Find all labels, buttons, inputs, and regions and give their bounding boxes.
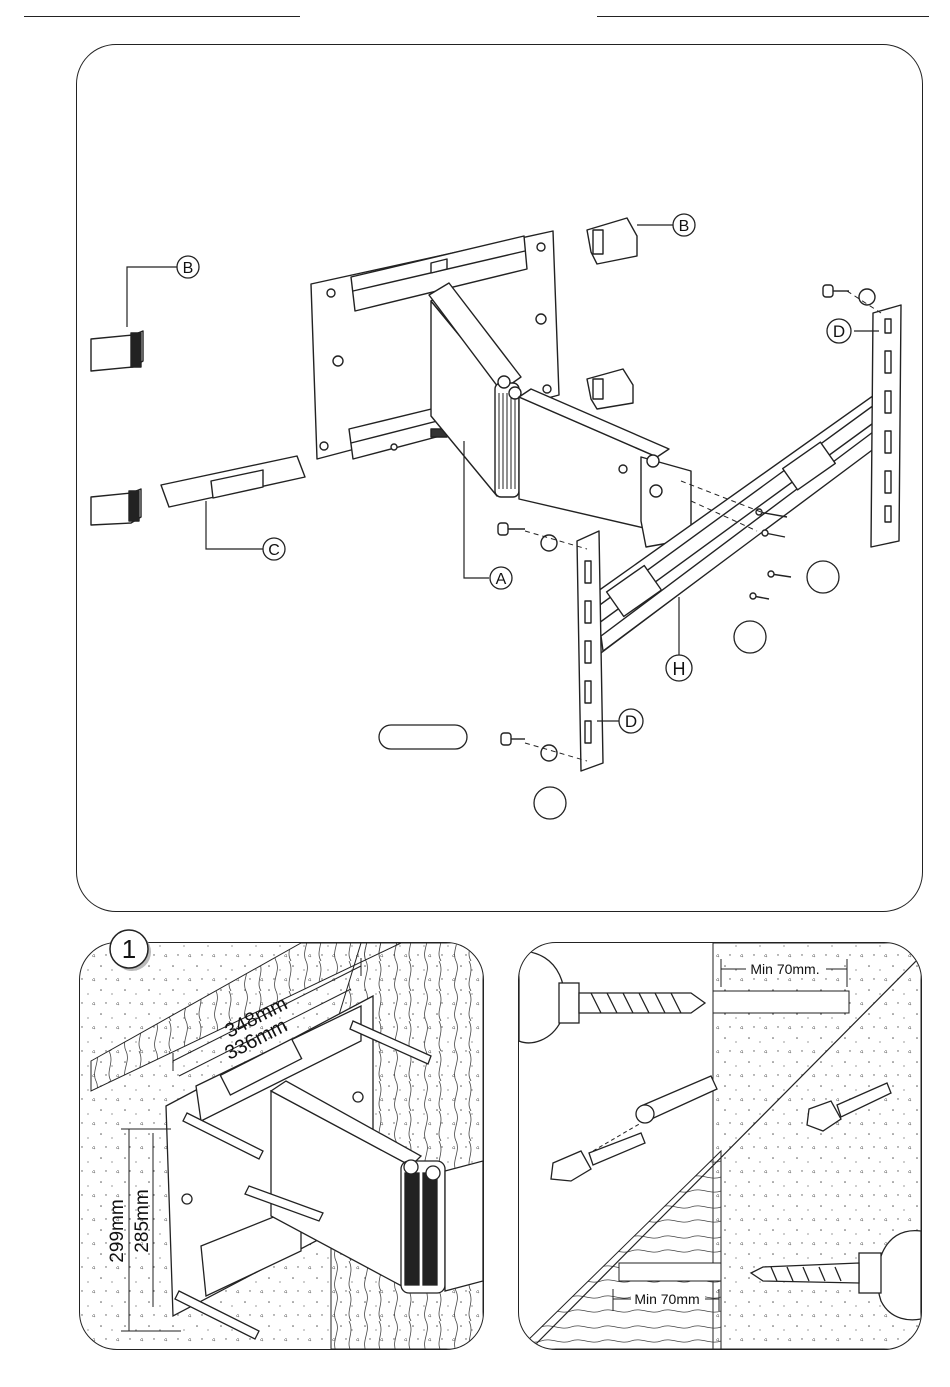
drill-top xyxy=(519,951,705,1043)
end-cap-mid xyxy=(587,369,633,409)
step-number-badge: 1 xyxy=(105,925,153,973)
header-rule-right xyxy=(597,16,929,17)
end-cap-left-top xyxy=(91,331,143,371)
drilling-diagram: Min 70mm. Min 70mm xyxy=(519,943,921,1349)
step1-diagram: 348mm 336mm 299mm 285mm xyxy=(80,943,483,1349)
drilled-hole-bottom xyxy=(619,1263,721,1281)
step-number: 1 xyxy=(122,934,136,964)
end-cap-top xyxy=(587,218,637,264)
label-a: A xyxy=(496,571,507,588)
drilled-hole-top xyxy=(713,991,849,1013)
lag-screw-left xyxy=(551,1151,591,1181)
screw-mid-left xyxy=(498,523,557,551)
label-b-left: B xyxy=(183,260,194,277)
drilling-anchors-panel: Min 70mm. Min 70mm xyxy=(518,942,922,1350)
dim-299mm: 299mm xyxy=(107,1199,128,1262)
screw-top-right xyxy=(823,285,875,305)
header-rule-left xyxy=(24,16,300,17)
label-b-top: B xyxy=(679,218,690,235)
label-h: H xyxy=(673,659,686,679)
dim-285mm: 285mm xyxy=(132,1189,153,1252)
min-depth-bottom-label: Min 70mm xyxy=(634,1291,699,1307)
step1-wall-template-panel: 348mm 336mm 299mm 285mm xyxy=(79,942,484,1350)
label-c: C xyxy=(268,542,280,559)
label-d-top: D xyxy=(833,322,845,341)
min-depth-top-label: Min 70mm. xyxy=(750,961,819,977)
screw-bottom-left xyxy=(501,733,557,761)
exploded-assembly-panel: B B C A D D H xyxy=(76,44,923,912)
label-d-bottom: D xyxy=(625,712,637,731)
end-cap-left-bottom xyxy=(91,489,141,525)
exploded-assembly-diagram: B B C A D D H xyxy=(77,45,922,911)
wood-wall xyxy=(519,1151,721,1349)
